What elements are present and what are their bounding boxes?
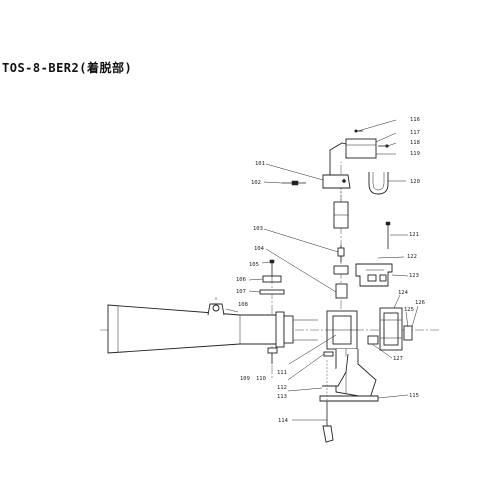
part-127-bolt bbox=[367, 335, 379, 345]
label-101: 101 bbox=[255, 161, 265, 167]
label-126: 126 bbox=[415, 300, 425, 306]
label-103: 103 bbox=[253, 226, 263, 232]
label-114: 114 bbox=[278, 418, 289, 424]
part-108-nozzle bbox=[107, 297, 318, 354]
part-107-washer bbox=[259, 289, 285, 295]
label-122: 122 bbox=[407, 254, 417, 260]
part-106-nut bbox=[262, 275, 282, 283]
part-123-bracket bbox=[355, 263, 393, 287]
label-123: 123 bbox=[409, 273, 419, 279]
part-103-spring bbox=[337, 245, 345, 262]
label-113: 113 bbox=[277, 394, 287, 400]
upper-tube bbox=[333, 188, 349, 229]
label-124: 124 bbox=[398, 290, 409, 296]
part-111-clamp-housing bbox=[319, 310, 379, 402]
label-115: 115 bbox=[409, 393, 419, 399]
label-119: 119 bbox=[410, 151, 420, 157]
part-102-pin bbox=[282, 180, 306, 186]
label-121: 121 bbox=[409, 232, 419, 238]
label-125: 125 bbox=[404, 307, 414, 313]
label-109: 109 bbox=[240, 376, 250, 382]
part-112-pin bbox=[323, 351, 334, 357]
label-117: 117 bbox=[410, 130, 420, 136]
label-116: 116 bbox=[410, 117, 420, 123]
label-110: 110 bbox=[256, 376, 266, 382]
part-109-bolt bbox=[267, 347, 278, 364]
label-111: 111 bbox=[277, 370, 287, 376]
label-106: 106 bbox=[236, 277, 246, 283]
label-107: 107 bbox=[236, 289, 246, 295]
label-102: 102 bbox=[251, 180, 261, 186]
part-117-block bbox=[345, 138, 389, 159]
part-120-u-bolt bbox=[368, 172, 389, 195]
leader-lines bbox=[225, 119, 419, 421]
part-121-pin bbox=[385, 221, 391, 249]
label-108: 108 bbox=[238, 302, 248, 308]
diagram-title: TOS-8-BER2(着脱部) bbox=[2, 61, 133, 75]
label-118: 118 bbox=[410, 140, 420, 146]
part-105-screw bbox=[269, 259, 275, 276]
part-125-seal bbox=[403, 325, 413, 341]
part-114-lever bbox=[322, 360, 334, 443]
label-127: 127 bbox=[393, 356, 403, 362]
part-104-collar bbox=[333, 265, 349, 299]
part-116-screw bbox=[354, 129, 363, 133]
label-112: 112 bbox=[277, 385, 287, 391]
label-120: 120 bbox=[410, 179, 420, 185]
label-104: 104 bbox=[254, 246, 265, 252]
part-124-coupler bbox=[379, 307, 403, 351]
label-105: 105 bbox=[249, 262, 259, 268]
